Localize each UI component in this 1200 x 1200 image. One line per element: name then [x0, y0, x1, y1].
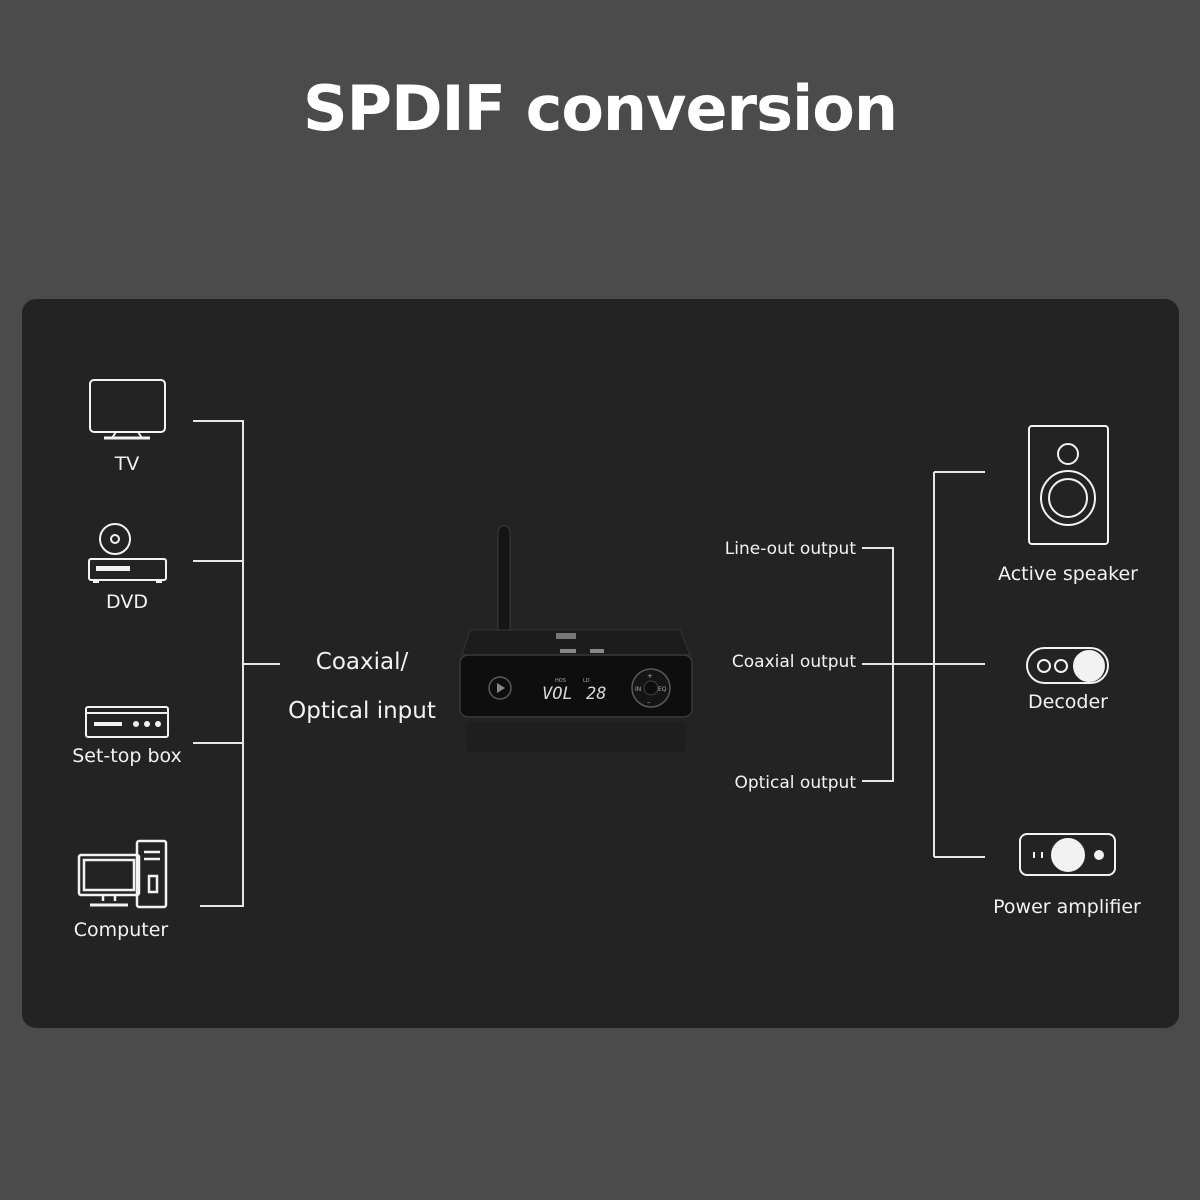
- input-label-line1: Coaxial/: [316, 649, 408, 675]
- output-label-coaxial: Coaxial output: [732, 652, 856, 672]
- svg-text:+: +: [647, 672, 653, 680]
- output-label-optical: Optical output: [734, 773, 856, 793]
- power-amplifier-icon: [1020, 834, 1115, 875]
- tv-icon: [90, 380, 165, 438]
- input-label-line2: Optical input: [288, 698, 436, 724]
- computer-icon: [79, 841, 166, 907]
- display-value: 28: [586, 684, 606, 704]
- device-label-decoder: Decoder: [1028, 691, 1108, 713]
- device-label-tv: TV: [115, 453, 140, 475]
- dvd-player-icon: [89, 524, 166, 582]
- svg-text:EQ: EQ: [658, 686, 667, 693]
- set-top-box-icon: [86, 707, 168, 737]
- display-text: VOL: [542, 684, 573, 704]
- device-label-set-top-box: Set-top box: [72, 745, 182, 767]
- device-label-active-speaker: Active speaker: [998, 563, 1138, 585]
- output-bracket: [862, 472, 985, 857]
- decoder-icon: [1027, 648, 1108, 683]
- bluetooth-transceiver-device: HOS LD VOL 28 + IN EQ –: [460, 526, 692, 752]
- device-label-computer: Computer: [74, 919, 168, 941]
- output-label-line-out: Line-out output: [725, 539, 856, 559]
- device-label-power-amplifier: Power amplifier: [993, 896, 1141, 918]
- input-bracket: [193, 421, 280, 906]
- svg-text:IN: IN: [635, 686, 641, 693]
- speaker-icon: [1029, 426, 1108, 544]
- device-label-dvd: DVD: [106, 591, 148, 613]
- svg-text:–: –: [647, 698, 651, 706]
